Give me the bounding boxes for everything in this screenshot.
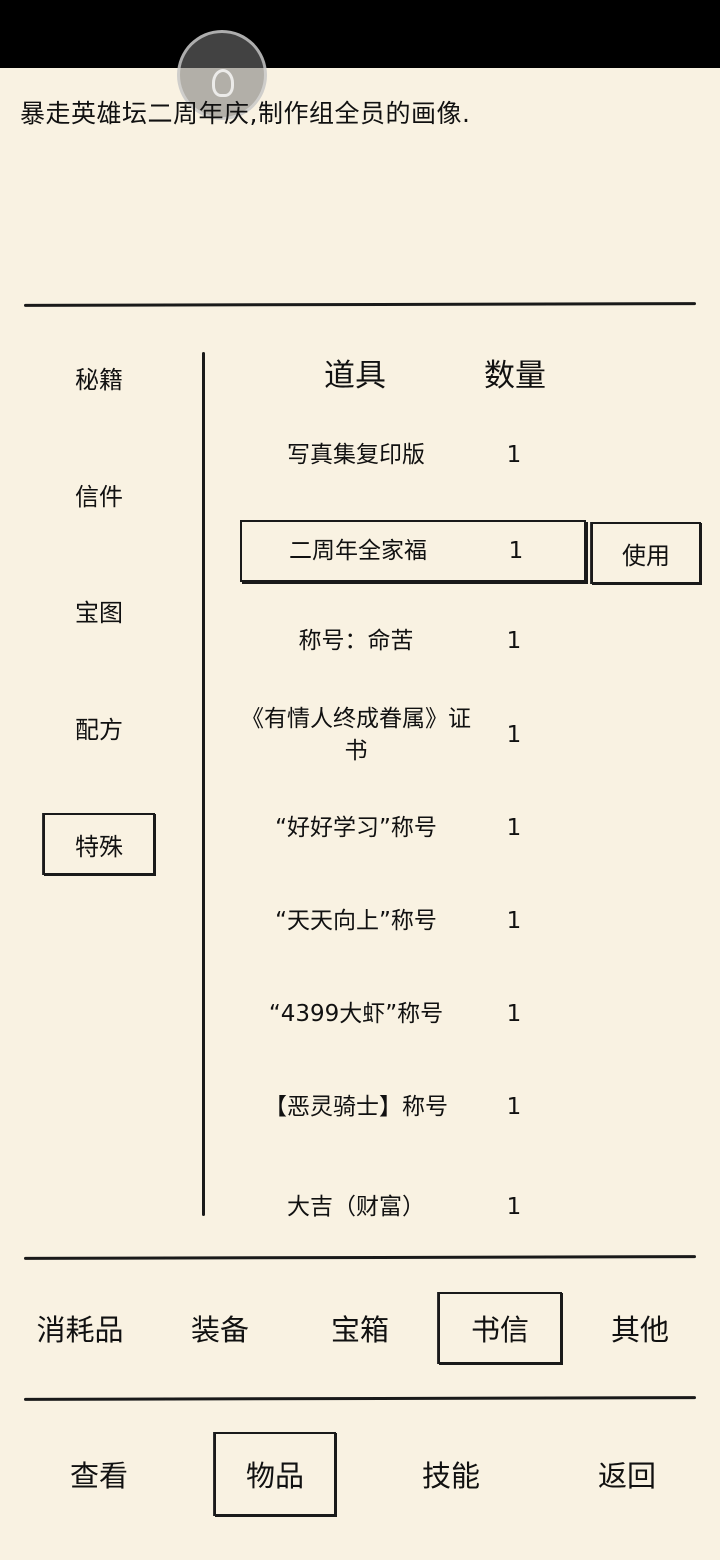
lightbulb-icon	[212, 69, 234, 97]
item-qty: 1	[506, 1094, 522, 1120]
list-item[interactable]: “天天向上”称号 1	[240, 890, 586, 952]
header-quantity: 数量	[484, 358, 546, 394]
list-item-selected[interactable]: 二周年全家福 1	[240, 520, 586, 582]
tab-letters[interactable]: 书信	[438, 1292, 562, 1364]
item-name: 写真集复印版	[287, 442, 425, 468]
item-name: “天天向上”称号	[275, 908, 437, 934]
tab-chests[interactable]: 宝箱	[330, 1313, 389, 1347]
item-name: 《有情人终成眷属》证书	[241, 706, 471, 764]
list-item[interactable]: 《有情人终成眷属》证书 1	[240, 704, 586, 766]
list-item[interactable]: “4399大虾”称号 1	[240, 983, 586, 1045]
nav-items[interactable]: 物品	[214, 1432, 336, 1516]
nav-view[interactable]: 查看	[69, 1459, 128, 1493]
header-item: 道具	[324, 358, 386, 394]
use-button[interactable]: 使用	[591, 522, 701, 584]
status-bar	[0, 0, 720, 68]
divider-top	[23, 302, 697, 307]
nav-back[interactable]: 返回	[597, 1459, 656, 1493]
tab-other[interactable]: 其他	[610, 1313, 669, 1347]
item-name: 【恶灵骑士】称号	[264, 1094, 448, 1120]
divider-bottom	[23, 1396, 697, 1401]
item-name: 二周年全家福	[289, 538, 427, 564]
category-baotu[interactable]: 宝图	[75, 598, 123, 627]
category-xinjian[interactable]: 信件	[75, 482, 123, 511]
item-qty: 1	[506, 1001, 522, 1027]
tab-equipment[interactable]: 装备	[190, 1313, 249, 1347]
category-peifang[interactable]: 配方	[75, 715, 123, 744]
list-item[interactable]: 大吉（财富） 1	[240, 1176, 586, 1238]
divider-middle	[23, 1255, 697, 1260]
item-name: “好好学习”称号	[275, 815, 437, 841]
divider-vertical	[202, 352, 205, 1216]
item-qty: 1	[506, 628, 522, 654]
item-qty: 1	[506, 722, 522, 748]
tab-consumables[interactable]: 消耗品	[36, 1313, 124, 1347]
item-qty: 1	[506, 1194, 522, 1220]
item-description: 暴走英雄坛二周年庆,制作组全员的画像.	[20, 99, 471, 128]
floating-assist-button[interactable]	[177, 30, 267, 120]
nav-skills[interactable]: 技能	[421, 1459, 480, 1493]
list-item[interactable]: 称号：命苦 1	[240, 610, 586, 672]
item-qty: 1	[508, 538, 524, 564]
item-qty: 1	[506, 908, 522, 934]
item-qty: 1	[506, 442, 522, 468]
item-name: 大吉（财富）	[287, 1194, 425, 1220]
list-item[interactable]: “好好学习”称号 1	[240, 797, 586, 859]
item-list[interactable]: 写真集复印版 1 二周年全家福 1 使用 称号：命苦 1 《有情人终成眷属》证书…	[205, 412, 720, 1220]
item-name: “4399大虾”称号	[268, 1001, 444, 1027]
list-item[interactable]: 【恶灵骑士】称号 1	[240, 1076, 586, 1138]
list-item[interactable]: 写真集复印版 1	[240, 424, 586, 486]
item-qty: 1	[506, 815, 522, 841]
category-teshu[interactable]: 特殊	[43, 813, 155, 875]
item-name: 称号：命苦	[298, 628, 414, 654]
category-miji[interactable]: 秘籍	[75, 365, 123, 394]
